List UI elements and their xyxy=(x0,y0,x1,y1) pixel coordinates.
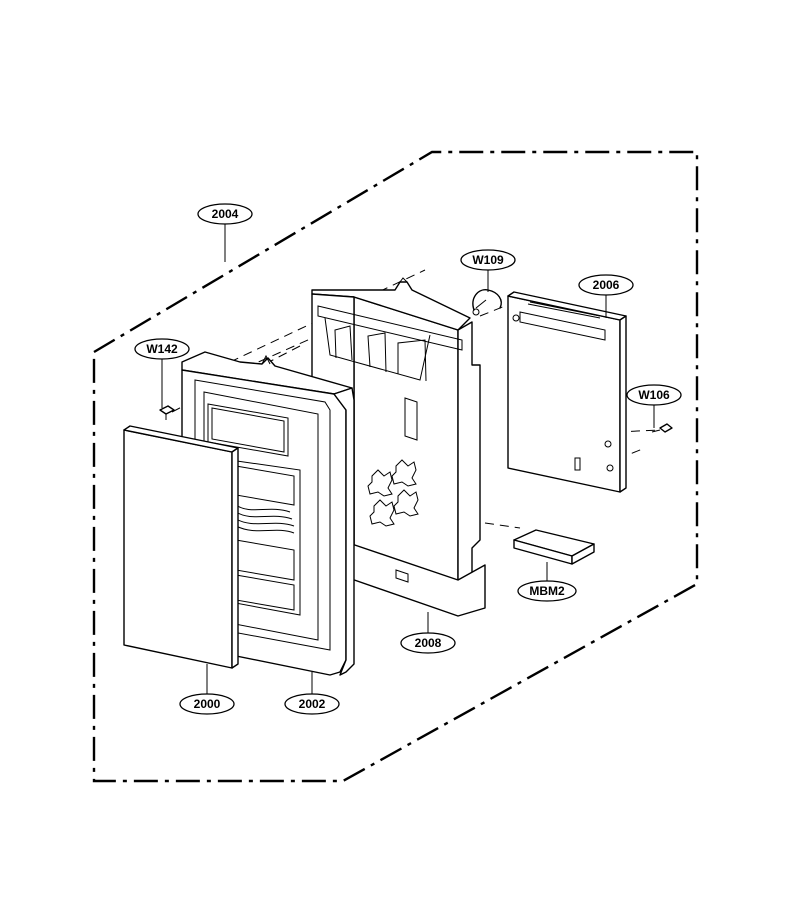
callout-W109: W109 xyxy=(460,249,516,271)
callout-MBM2-label: MBM2 xyxy=(529,584,565,598)
callout-W106-label: W106 xyxy=(638,388,670,402)
callout-2000: 2000 xyxy=(179,693,235,715)
callout-2002-label: 2002 xyxy=(299,697,326,711)
part-W142-screw xyxy=(159,405,175,420)
part-W109-wire xyxy=(472,289,502,316)
part-W106-screw xyxy=(651,423,673,433)
leader-lines xyxy=(161,224,655,694)
callout-W142: W142 xyxy=(134,338,190,360)
callout-2004-label: 2004 xyxy=(212,207,239,221)
callout-2006: 2006 xyxy=(578,274,634,296)
callout-2006-label: 2006 xyxy=(593,278,620,292)
callout-W106: W106 xyxy=(626,384,682,406)
callout-2002: 2002 xyxy=(284,693,340,715)
callout-2000-label: 2000 xyxy=(194,697,221,711)
callout-W142-label: W142 xyxy=(146,342,178,356)
callout-2008-label: 2008 xyxy=(415,636,442,650)
part-2006-pcb xyxy=(507,291,627,493)
callout-2004: 2004 xyxy=(197,203,253,225)
part-2000-cover-plate xyxy=(123,425,239,669)
part-2008-bracket xyxy=(311,277,486,617)
assembly-boundary xyxy=(92,150,699,783)
callout-MBM2: MBM2 xyxy=(517,580,577,602)
part-MBM2-module xyxy=(513,529,595,565)
callout-2008: 2008 xyxy=(400,632,456,654)
callout-W109-label: W109 xyxy=(472,253,504,267)
